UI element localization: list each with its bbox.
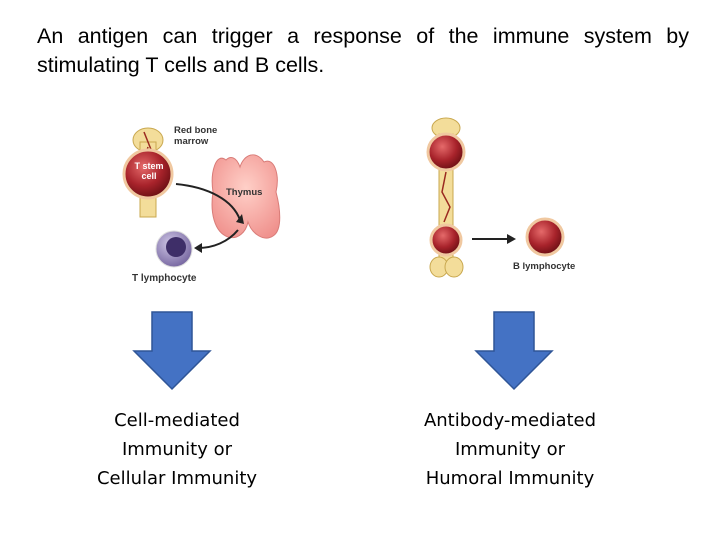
cell-mediated-line-1: Cell-mediated [114, 410, 240, 431]
thymus-icon [211, 154, 281, 239]
b-lymphocyte-label: B lymphocyte [513, 261, 576, 272]
down-arrow-right-icon [474, 311, 554, 391]
b-stem-cell-icon [429, 223, 463, 257]
b-cell-diagram [426, 117, 565, 278]
antibody-mediated-line-3: Humoral Immunity [425, 468, 595, 489]
t-stem-cell-icon [122, 148, 174, 200]
b-lymphocyte-icon [525, 217, 565, 257]
stem-cell-icon [426, 132, 466, 172]
intro-line-2: stimulating T cells and B cells. [37, 53, 325, 77]
intro-line-1: An antigen can trigger a response of the… [37, 24, 689, 48]
arrow-to-thymus-icon [175, 183, 241, 221]
cell-mediated-immunity-label: Cell-mediated Immunity or Cellular Immun… [57, 406, 297, 493]
t-lymphocyte-label: T lymphocyte [132, 273, 197, 284]
thymus-label: Thymus [226, 187, 263, 198]
cell-mediated-line-2: Immunity or [121, 439, 233, 460]
t-cell-diagram [122, 127, 281, 268]
b-cell-illustration: B lymphocyte [408, 112, 598, 292]
antibody-mediated-immunity-label: Antibody-mediated Immunity or Humoral Im… [390, 406, 630, 493]
cell-mediated-line-3: Cellular Immunity [96, 468, 258, 489]
antibody-mediated-line-2: Immunity or [454, 439, 566, 460]
t-stem-cell-label: T stem cell [134, 161, 164, 181]
red-bone-marrow-label: Red bone marrow [174, 125, 218, 147]
intro-text: An antigen can trigger a response of the… [37, 22, 689, 80]
t-cell-illustration: Red bone marrow T stem cell Thymus T lym… [118, 112, 298, 292]
antibody-mediated-line-1: Antibody-mediated [423, 410, 597, 431]
down-arrow-left-icon [132, 311, 212, 391]
